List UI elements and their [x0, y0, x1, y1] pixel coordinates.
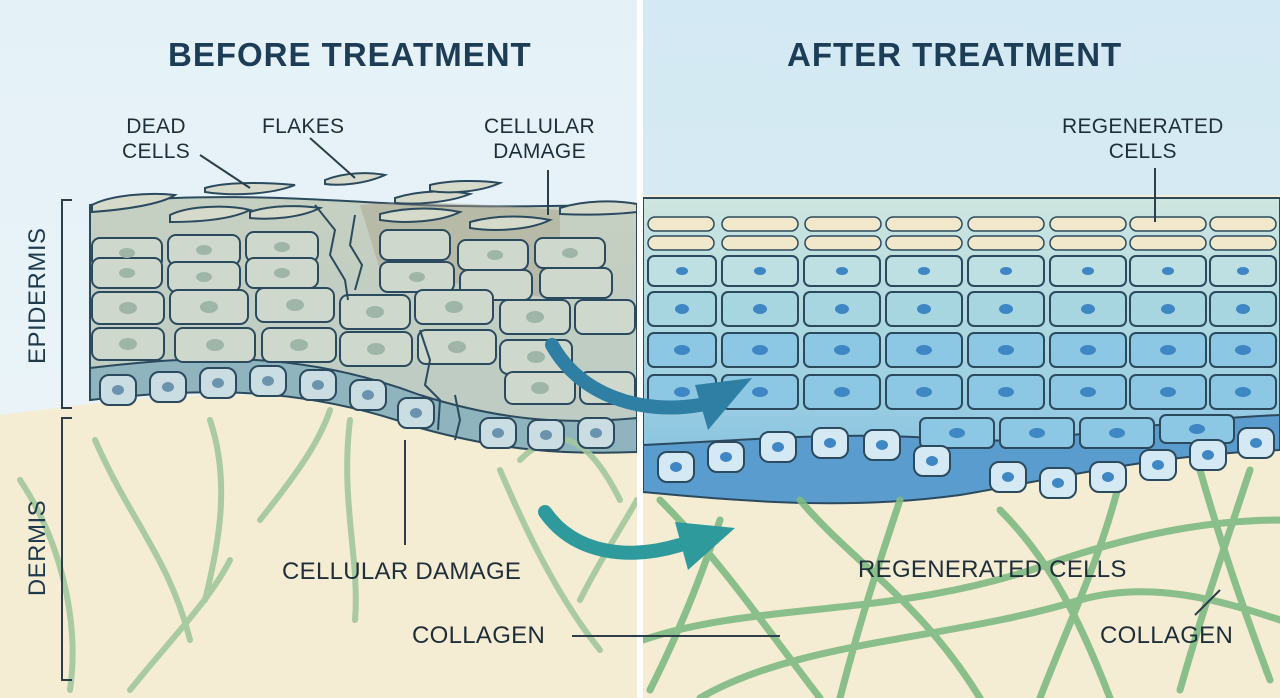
collagen-right-label: COLLAGEN: [1100, 622, 1234, 649]
epidermis-layer-label: EPIDERMIS: [24, 227, 51, 364]
before-panel: [0, 0, 637, 698]
after-title: AFTER TREATMENT: [787, 36, 1123, 73]
dead-cells-label: DEAD CELLS: [122, 115, 191, 163]
panel-divider: [637, 0, 643, 698]
dermis-layer-label: DERMIS: [24, 499, 51, 597]
regenerated-cells-bottom-label: REGENERATED CELLS: [858, 556, 1127, 583]
transition-arrow-top: [545, 338, 752, 430]
cellular-damage-bottom-label: CELLULAR DAMAGE: [282, 558, 522, 585]
flakes-label: FLAKES: [262, 115, 345, 138]
regenerated-cells-top-label: REGENERATED CELLS: [1062, 115, 1224, 163]
transition-arrow-bottom: [538, 505, 735, 570]
collagen-left-label: COLLAGEN: [412, 622, 546, 649]
after-panel: [643, 0, 1280, 698]
cellular-damage-top-label: CELLULAR DAMAGE: [484, 115, 595, 163]
before-title: BEFORE TREATMENT: [168, 36, 532, 73]
